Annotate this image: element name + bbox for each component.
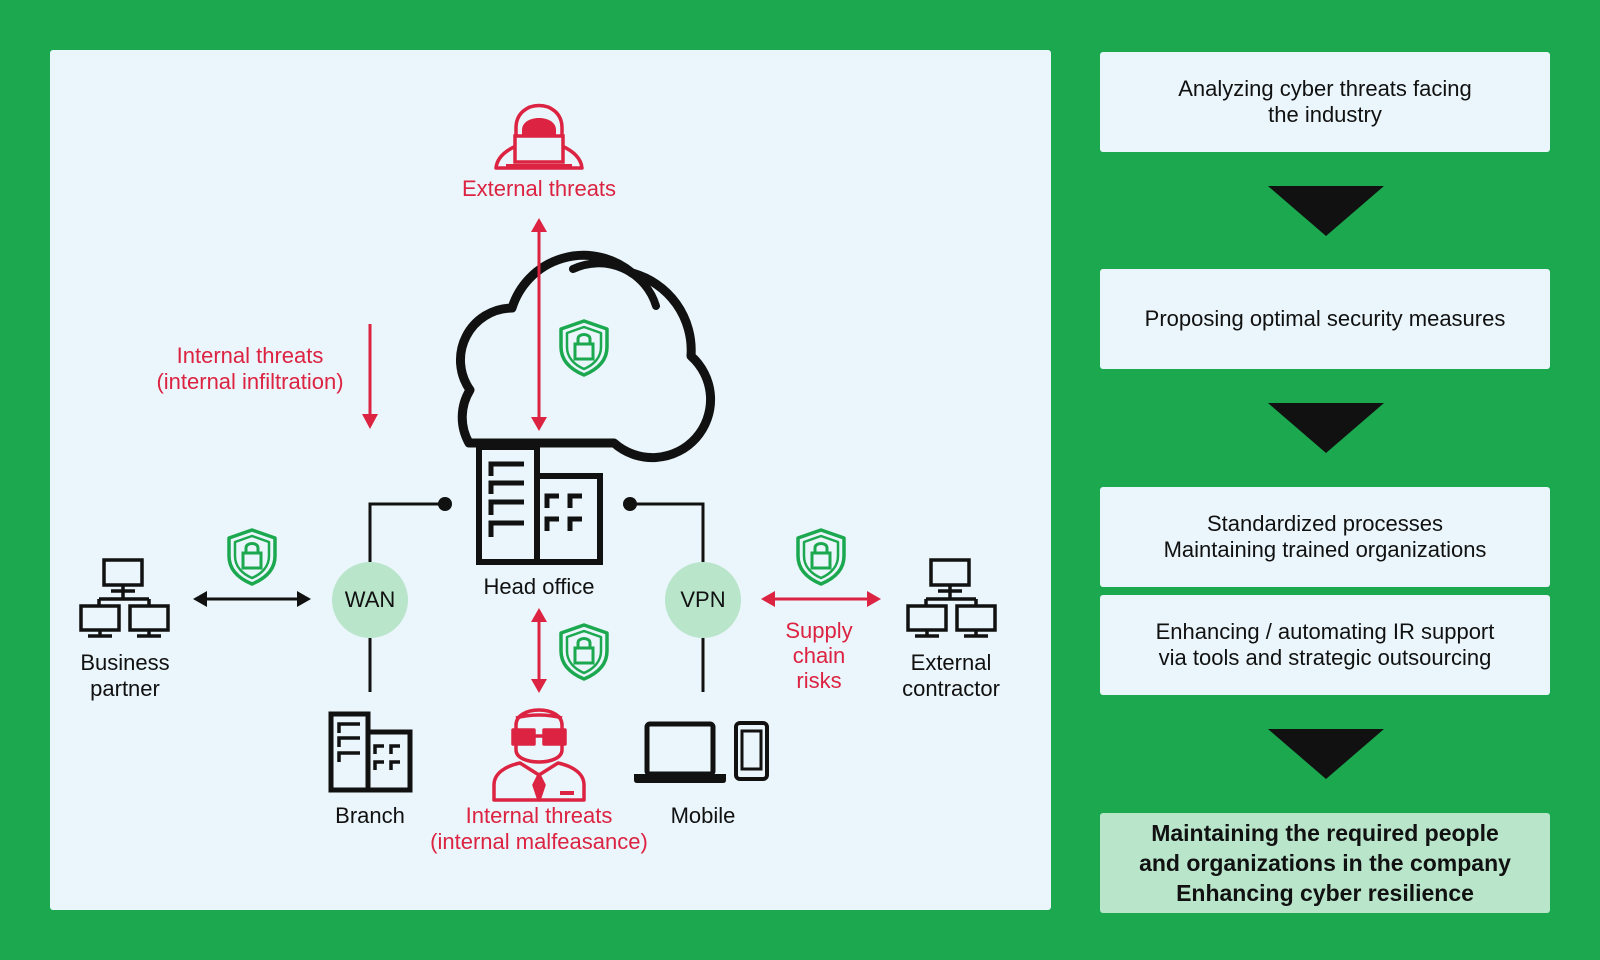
- head-office-building-icon: [476, 444, 603, 565]
- step-text-final: Maintaining the required people and orga…: [1139, 820, 1511, 906]
- diagram-panel: External threats Internal threats (inter…: [50, 50, 1051, 910]
- business-partner-arrow: [193, 591, 311, 607]
- step-text-3: Standardized processes Maintaining train…: [1163, 511, 1487, 562]
- step-box-2: Proposing optimal security measures: [1100, 269, 1550, 369]
- wan-connector-lines: [368, 502, 445, 692]
- employee-icon: [492, 708, 586, 802]
- business-partner-computer-icon: [79, 558, 170, 638]
- diagram-canvas: [79, 103, 997, 802]
- external-threats-label: External threats: [461, 176, 617, 201]
- down-triangle-arrow-icon: [1268, 729, 1384, 779]
- vpn-node-circle: [665, 562, 741, 638]
- partner-shield-icon: [227, 528, 277, 586]
- step-box-final: Maintaining the required people and orga…: [1100, 813, 1550, 913]
- branch-building-icon: [328, 711, 413, 793]
- vpn-connector-lines: [630, 502, 705, 692]
- wan-label: WAN: [344, 587, 396, 612]
- step-box-1: Analyzing cyber threats facing the indus…: [1100, 52, 1550, 152]
- step-text-4: Enhancing / automating IR support via to…: [1155, 619, 1495, 670]
- external-contractor-computer-icon: [906, 558, 997, 638]
- vpn-label: VPN: [680, 587, 726, 612]
- internal-shield-icon: [559, 623, 609, 681]
- supply-chain-label: Supply chain risks: [785, 618, 853, 693]
- step-text-1: Analyzing cyber threats facing the indus…: [1178, 76, 1472, 127]
- external-contractor-label: External contractor: [902, 650, 1000, 701]
- wan-connector-dot: [438, 497, 452, 511]
- step-box-4: Enhancing / automating IR support via to…: [1100, 595, 1550, 695]
- mobile-label: Mobile: [670, 803, 736, 828]
- branch-label: Branch: [335, 803, 405, 828]
- laptop-icon: [634, 721, 726, 783]
- internal-infiltration-arrow: [362, 324, 378, 429]
- business-partner-label: Business partner: [80, 650, 170, 701]
- contractor-shield-icon: [796, 528, 846, 586]
- hacker-icon: [494, 103, 584, 170]
- internal-malfeasance-arrow: [531, 608, 547, 693]
- internal-malfeasance-label: Internal threats (internal malfeasance): [430, 803, 648, 854]
- step-box-3: Standardized processes Maintaining train…: [1100, 487, 1550, 587]
- cloud-shield-icon: [559, 319, 609, 377]
- vpn-connector-dot: [623, 497, 637, 511]
- head-office-label: Head office: [483, 574, 595, 599]
- wan-node-circle: [332, 562, 408, 638]
- internal-infiltration-label: Internal threats (internal infiltration): [156, 343, 344, 394]
- cloud-icon: [456, 250, 716, 463]
- smartphone-icon: [734, 721, 769, 781]
- step-text-2: Proposing optimal security measures: [1144, 306, 1506, 331]
- down-triangle-arrow-icon: [1268, 186, 1384, 236]
- external-threat-arrow: [531, 218, 547, 431]
- down-triangle-arrow-icon: [1268, 403, 1384, 453]
- supply-chain-arrow: [761, 591, 881, 607]
